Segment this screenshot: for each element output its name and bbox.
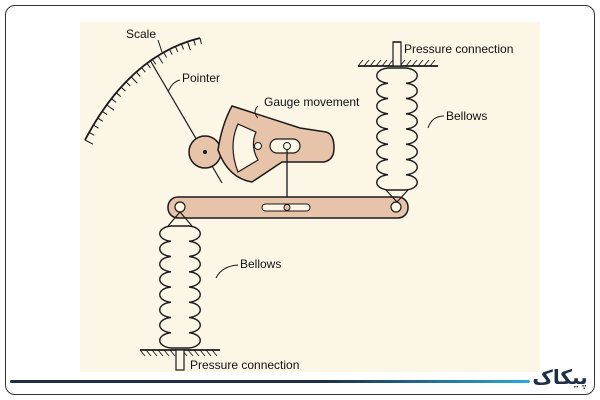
- bellows-right-label-leader: [427, 115, 445, 129]
- outer-frame: [5, 5, 595, 395]
- footer-divider: [10, 380, 530, 383]
- pressure-connection-bottom-fitting: [139, 211, 220, 371]
- gauge-movement-label: Gauge movement: [264, 95, 360, 109]
- bellows-right-label: Bellows: [446, 109, 487, 123]
- bellows-left-label-leader: [215, 264, 239, 279]
- brand-logo: پیکاک: [532, 365, 588, 389]
- scale-arc: [84, 37, 202, 145]
- horizontal-lever: [167, 196, 409, 219]
- bellows-left-label: Bellows: [240, 257, 281, 271]
- bellows-left: [159, 225, 201, 349]
- scale-label: Scale: [126, 27, 156, 41]
- gauge-movement: [217, 105, 335, 183]
- pointer-label: Pointer: [182, 71, 220, 85]
- bellows-right: [376, 67, 418, 191]
- pressure-connection-bottom-label: Pressure connection: [190, 358, 299, 372]
- pressure-connection-top-label: Pressure connection: [404, 42, 513, 56]
- scale-label-leader: [157, 39, 163, 53]
- pressure-connection-top-fitting: [357, 41, 438, 203]
- gauge-movement-label-leader: [254, 105, 259, 119]
- pointer-label-leader: [167, 79, 181, 93]
